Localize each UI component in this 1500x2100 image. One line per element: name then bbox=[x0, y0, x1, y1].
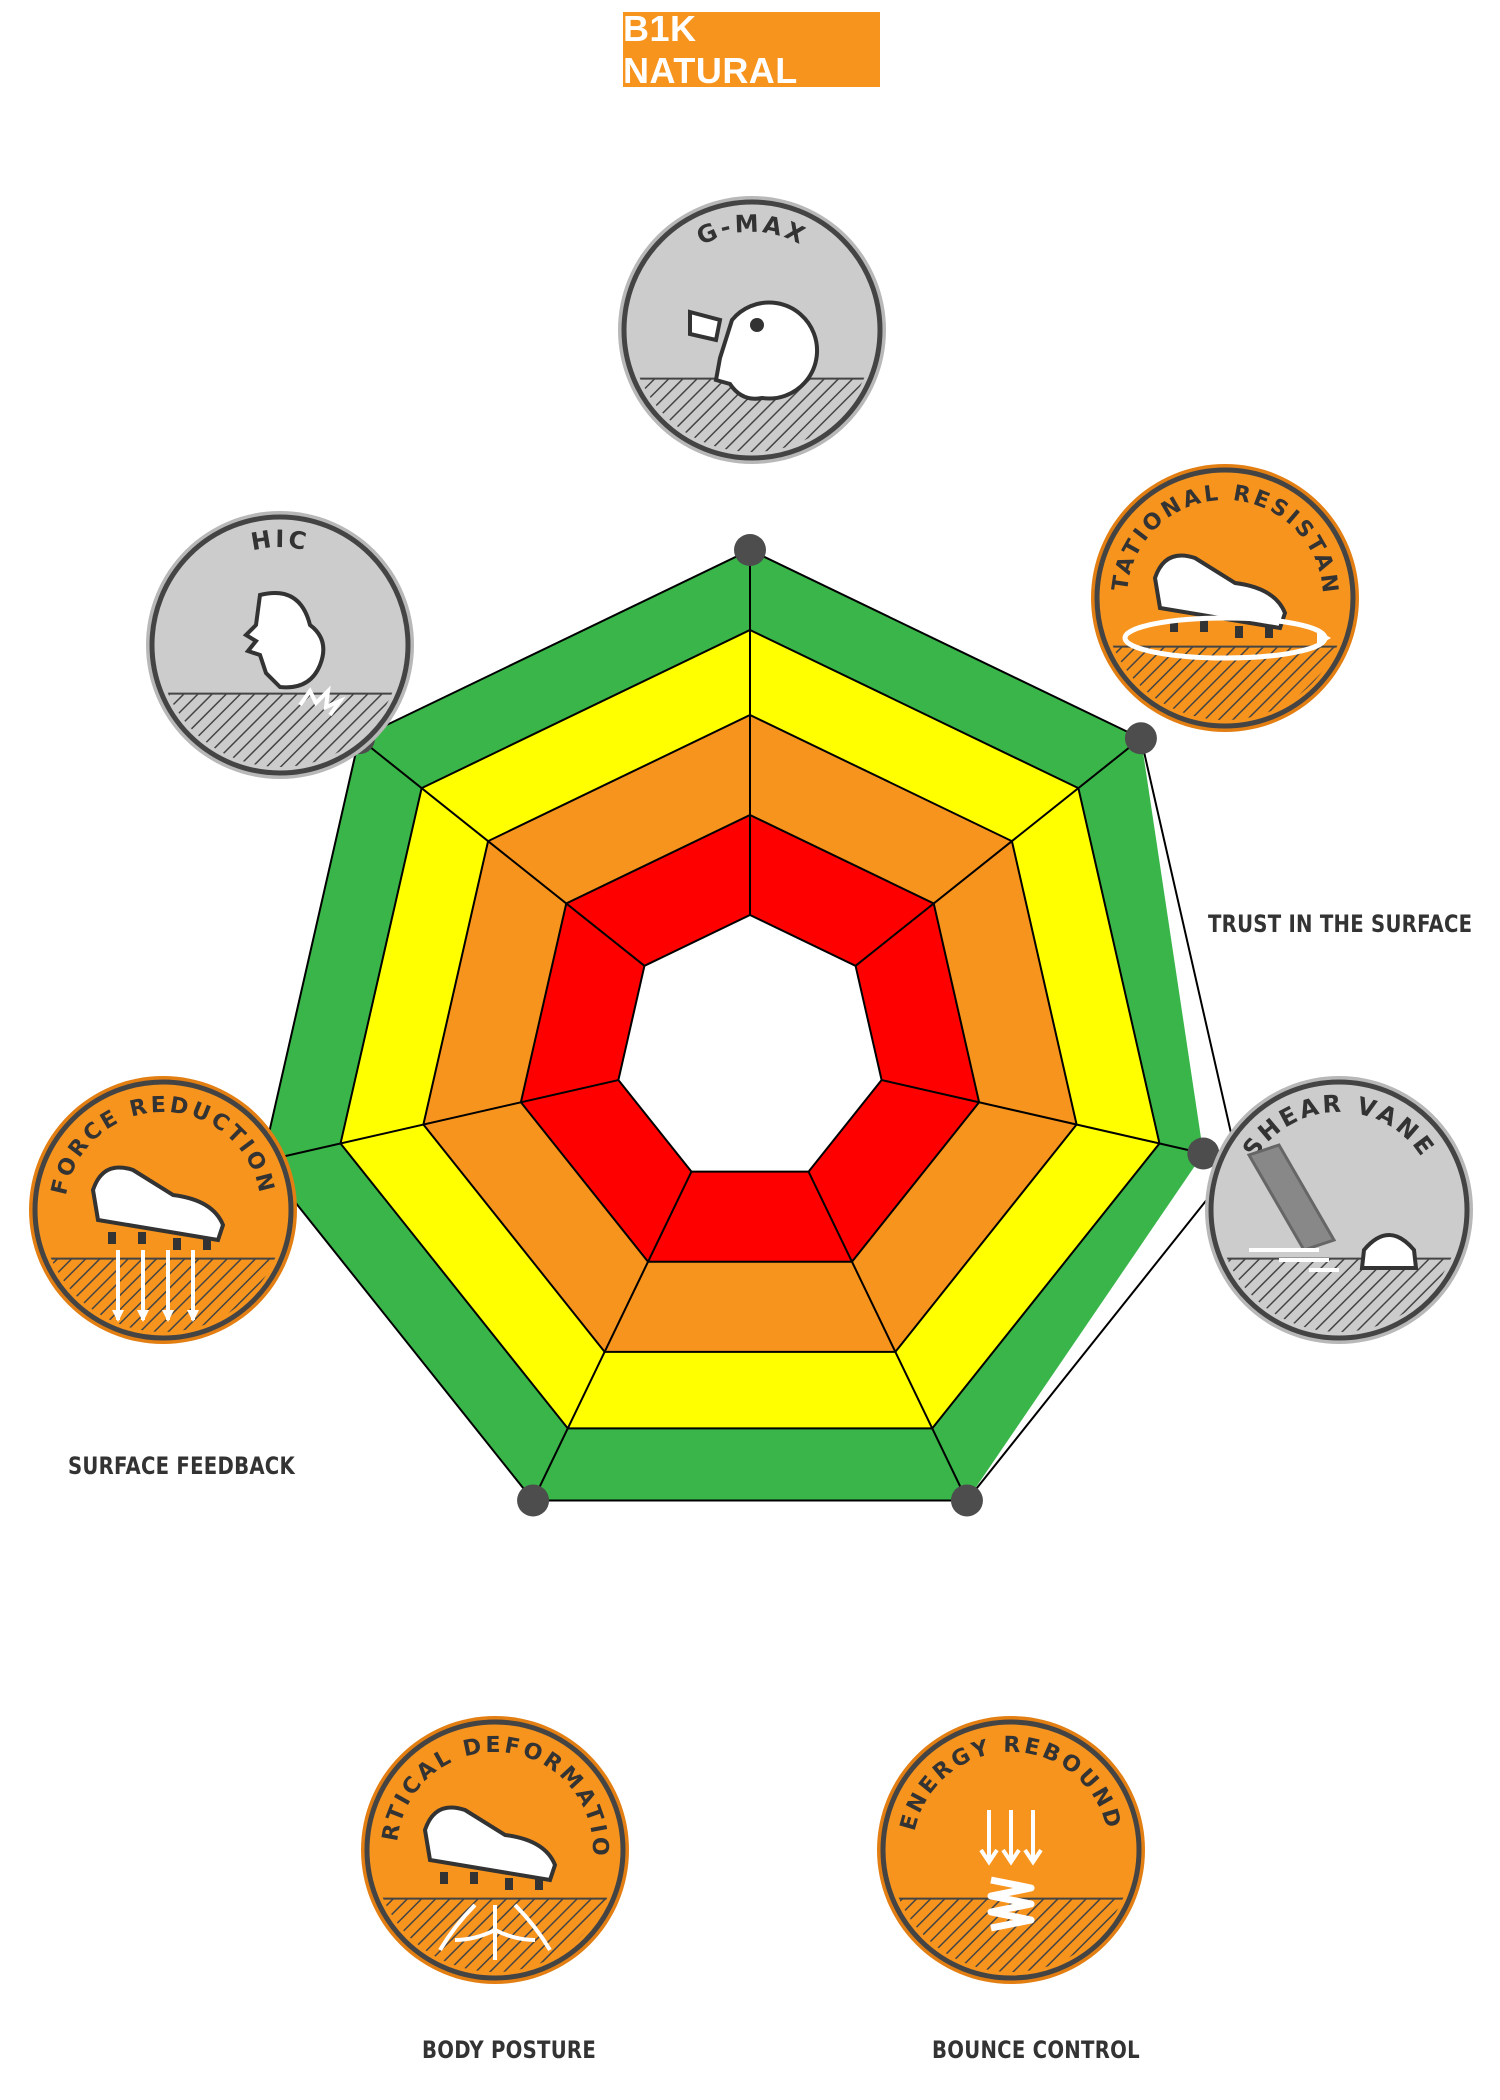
badge-force-reduction: FORCE REDUCTION bbox=[29, 1076, 297, 1344]
data-point bbox=[517, 1484, 550, 1517]
ring-outline bbox=[519, 813, 981, 1263]
ring-outline bbox=[422, 713, 1078, 1353]
radar-spoke bbox=[807, 1171, 968, 1501]
chart-title: B1K NATURAL bbox=[623, 7, 798, 91]
badge-g-max: G-MAX bbox=[618, 196, 886, 464]
data-point bbox=[950, 1484, 983, 1517]
caption-bounce-control: BOUNCE CONTROL bbox=[932, 2036, 1140, 2064]
data-point bbox=[734, 534, 766, 566]
radar-spoke bbox=[262, 1079, 619, 1163]
radar-center bbox=[618, 915, 882, 1172]
caption-trust-in-the-surface: TRUST IN THE SURFACE bbox=[1208, 910, 1473, 938]
caption-body-posture: BODY POSTURE bbox=[422, 2036, 597, 2064]
radar-spoke bbox=[532, 1171, 693, 1501]
badge-shear-vane: SHEAR VANE bbox=[1205, 1076, 1473, 1344]
radar-max-outline bbox=[261, 548, 1239, 1502]
caption-surface-feedback: SURFACE FEEDBACK bbox=[68, 1452, 295, 1480]
radar-outline bbox=[261, 548, 1239, 1502]
cleat-deformation-icon bbox=[422, 1805, 558, 1960]
radar-spoke bbox=[854, 737, 1142, 967]
chart-title-box: B1K NATURAL bbox=[623, 8, 880, 91]
head-impact-icon bbox=[242, 591, 346, 717]
data-point bbox=[1187, 1137, 1220, 1170]
radar-spoke bbox=[881, 1079, 1204, 1155]
radar-bands bbox=[262, 550, 1204, 1501]
shear-vane-icon bbox=[1246, 1143, 1419, 1272]
radar-spokes bbox=[262, 550, 1204, 1501]
ground-hatch bbox=[1217, 1258, 1461, 1332]
badge-label: HIC bbox=[249, 525, 312, 557]
ring-outline bbox=[617, 913, 883, 1173]
helmet-icon bbox=[688, 300, 819, 401]
cleat-impact-icon bbox=[90, 1165, 226, 1322]
radar-spoke bbox=[358, 737, 646, 967]
spring-icon bbox=[979, 1810, 1043, 1932]
ground-hatch bbox=[41, 1258, 285, 1332]
ring-outline bbox=[339, 628, 1161, 1430]
badge-energy-rebound: ENERGY REBOUND bbox=[877, 1716, 1145, 1984]
data-point bbox=[1124, 722, 1157, 755]
cleat-rotation-icon bbox=[1122, 553, 1331, 661]
